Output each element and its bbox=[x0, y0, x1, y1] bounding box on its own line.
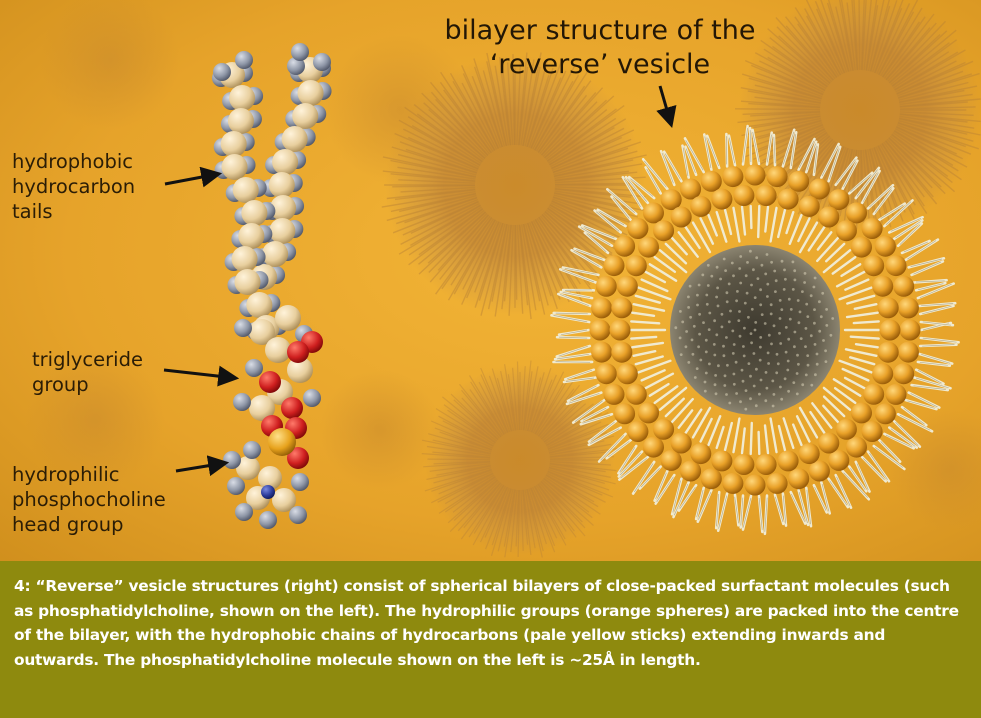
figure-caption: 4: “Reverse” vesicle structures (right) … bbox=[14, 574, 970, 672]
blurred-vesicle bbox=[320, 370, 440, 490]
hydrophobic-tails-label: hydrophobic hydrocarbon tails bbox=[12, 149, 135, 224]
caption-panel: 4: “Reverse” vesicle structures (right) … bbox=[0, 561, 981, 718]
hydrophilic-head-group-label: hydrophilic phosphocholine head group bbox=[12, 462, 166, 537]
triglyceride-group-label: triglyceride group bbox=[32, 347, 143, 397]
vesicle-illustration: bilayer structure of the ‘reverse’ vesic… bbox=[0, 0, 981, 561]
vesicle-title-label: bilayer structure of the ‘reverse’ vesic… bbox=[425, 14, 775, 82]
